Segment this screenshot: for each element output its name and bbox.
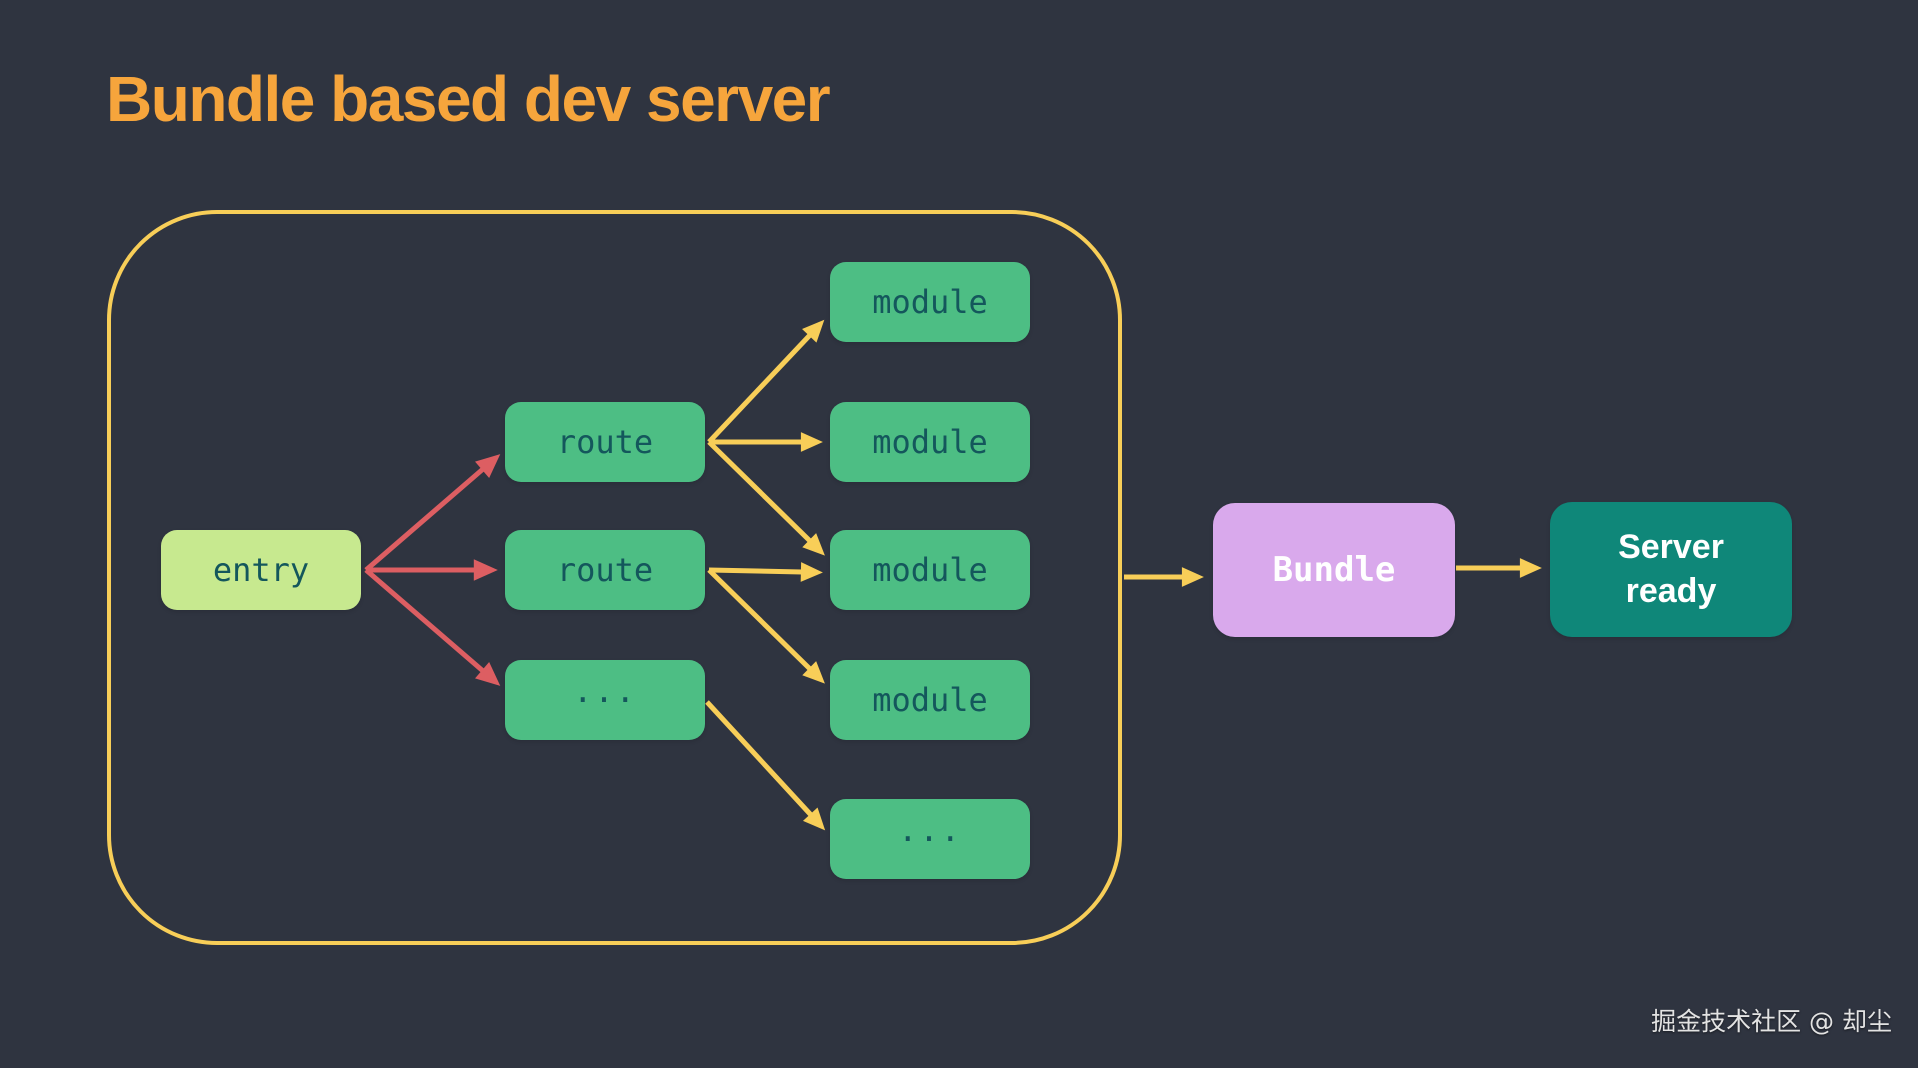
node-bundle-label: Bundle bbox=[1272, 550, 1396, 590]
page-title: Bundle based dev server bbox=[106, 63, 831, 135]
node-route-mid-label: route bbox=[556, 551, 654, 589]
node-route-top: route bbox=[505, 402, 705, 482]
watermark: 掘金技术社区 @ 却尘 bbox=[1651, 1007, 1892, 1036]
node-route-ellipsis-label: ... bbox=[573, 672, 637, 710]
node-server-ready-line1: Server bbox=[1618, 527, 1724, 566]
node-module-4: module bbox=[830, 660, 1030, 740]
node-entry: entry bbox=[161, 530, 361, 610]
node-server-ready-line2: ready bbox=[1625, 571, 1717, 610]
node-module-1-label: module bbox=[872, 283, 988, 321]
node-route-mid: route bbox=[505, 530, 705, 610]
node-server-ready: Server ready bbox=[1550, 502, 1792, 637]
node-module-4-label: module bbox=[872, 681, 988, 719]
node-module-2: module bbox=[830, 402, 1030, 482]
node-route-top-label: route bbox=[556, 423, 654, 461]
node-route-ellipsis: ... bbox=[505, 660, 705, 740]
node-module-3-label: module bbox=[872, 551, 988, 589]
node-module-3: module bbox=[830, 530, 1030, 610]
node-entry-label: entry bbox=[212, 551, 310, 589]
node-module-1: module bbox=[830, 262, 1030, 342]
node-module-ellipsis-label: ... bbox=[898, 811, 962, 849]
node-bundle: Bundle bbox=[1213, 503, 1455, 637]
node-module-2-label: module bbox=[872, 423, 988, 461]
node-module-ellipsis: ... bbox=[830, 799, 1030, 879]
dev-server-graph-container bbox=[107, 210, 1122, 945]
